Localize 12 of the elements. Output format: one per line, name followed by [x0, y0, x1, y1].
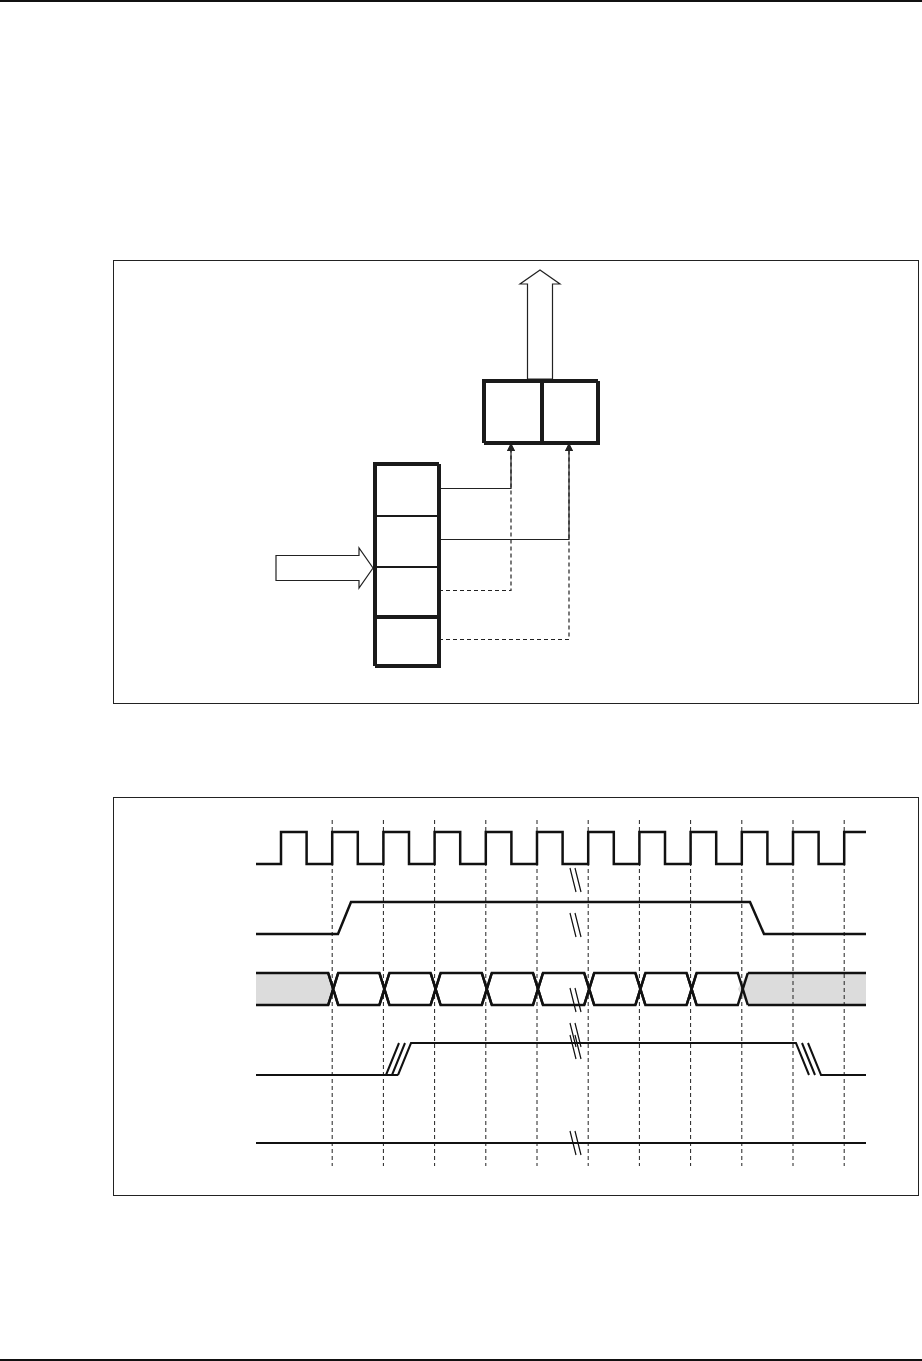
register-cell	[375, 566, 441, 619]
block-arrow	[518, 269, 562, 380]
register-block	[482, 379, 598, 443]
register-cell	[375, 515, 441, 568]
register-block	[373, 462, 439, 666]
register-cell	[375, 464, 441, 517]
dashed-connector	[438, 442, 515, 592]
block-arrow	[275, 546, 374, 590]
register-cell	[375, 615, 441, 668]
dashed-connector	[438, 442, 573, 641]
register-cell	[542, 381, 600, 445]
register-cell	[484, 381, 542, 445]
